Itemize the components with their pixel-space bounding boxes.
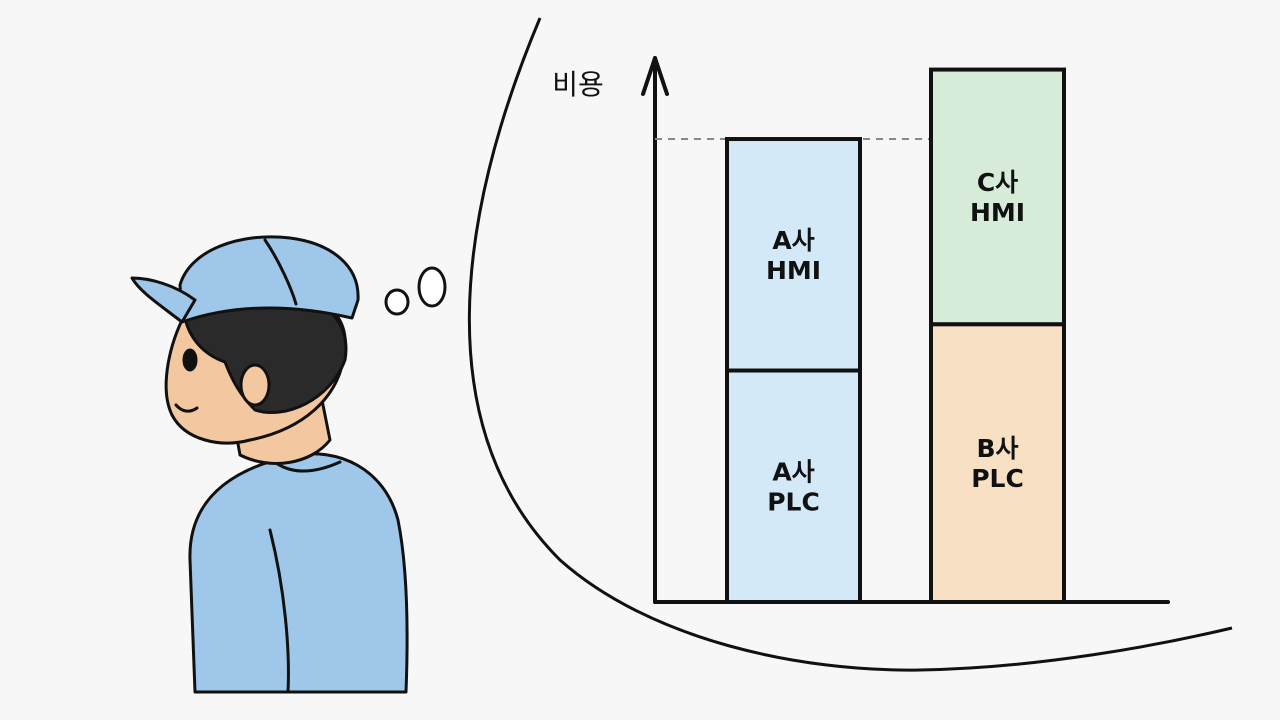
bar-2-segment-2-label-line-1: C사 (977, 168, 1018, 197)
thought-cloud-outline (467, 17, 1233, 672)
worker-cap-seam (263, 238, 298, 306)
bar-1-segment-2-label-line-2: HMI (766, 256, 821, 285)
bar-1-segment-1-label-line-1: A사 (772, 457, 814, 486)
worker-ear (239, 363, 271, 407)
bar-2-segment-1-label-line-2: PLC (971, 464, 1024, 493)
worker-illustration (130, 235, 409, 694)
bar-1-segment-2-label-line-1: A사 (772, 226, 814, 255)
thought-bubble-icon (384, 266, 447, 316)
y-axis-arrow (641, 56, 669, 96)
bar-2-segment-1-label-line-1: B사 (976, 434, 1018, 463)
worker-body (188, 452, 409, 694)
bar-2-segment-2 (929, 67, 1066, 327)
worker-cap-brim (130, 276, 197, 324)
worker-hair (183, 294, 348, 415)
worker-cap-crown (178, 235, 360, 324)
worker-eye (182, 348, 198, 372)
worker-seam (268, 528, 290, 694)
worker-mouth (174, 403, 199, 413)
bar-1-segment-2 (725, 137, 862, 373)
bar-2-segment-2-label-line-2: HMI (970, 198, 1025, 227)
y-axis-label: 비용 (552, 68, 604, 101)
bar-1-segment-1-label-line-2: PLC (767, 487, 820, 516)
